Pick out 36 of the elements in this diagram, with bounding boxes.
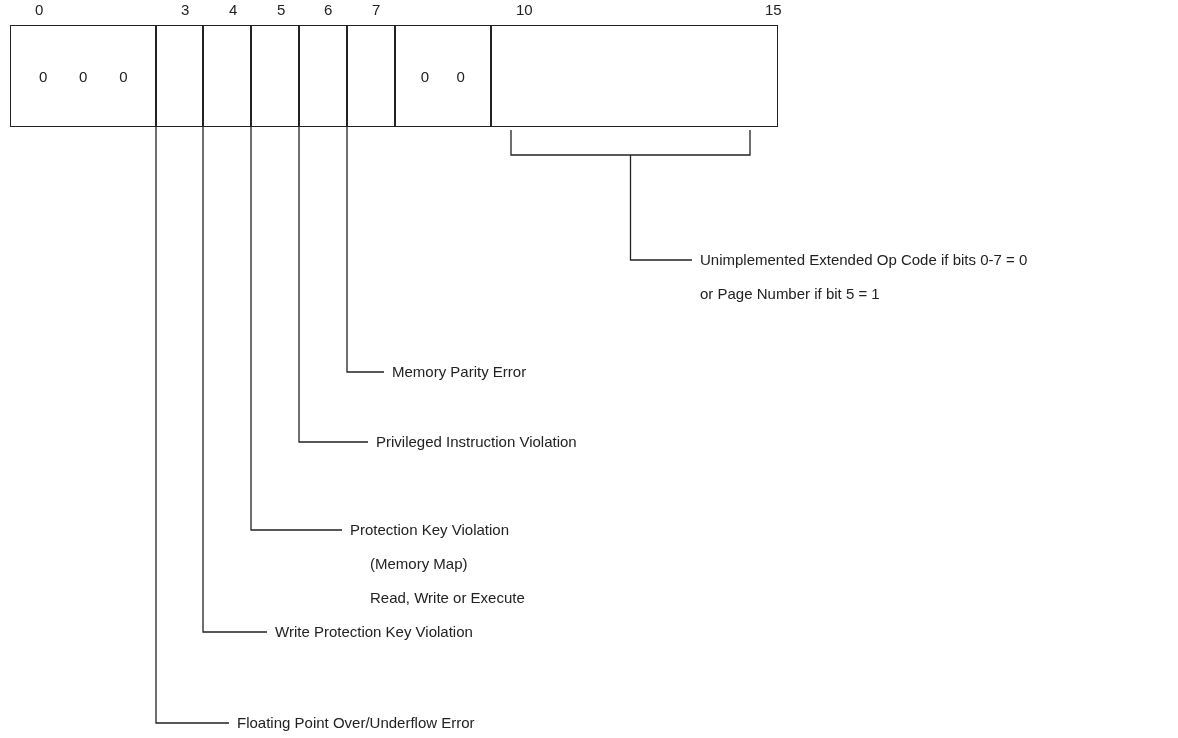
bit-value: 0 [420,67,430,85]
bit-number: 6 [324,1,333,18]
bit-field [346,25,396,127]
field-description: Read, Write or Execute [370,588,525,608]
bit-number: 15 [765,1,782,18]
bit-field [250,25,300,127]
bit-value: 0 [38,67,48,85]
leader-line [510,129,751,261]
bit-number: 3 [181,1,190,18]
bit-number: 7 [372,1,381,18]
field-description: Privileged Instruction Violation [376,432,577,452]
field-description: Write Protection Key Violation [275,622,473,642]
bit-number: 10 [516,1,533,18]
bit-number: 5 [277,1,286,18]
bit-field [155,25,204,127]
leader-line [155,126,230,724]
leader-line [250,126,343,531]
field-description: Memory Parity Error [392,362,527,382]
leader-line [346,126,385,373]
bit-field [202,25,252,127]
field-description: Protection Key Violation [350,520,509,540]
leader-line [202,126,268,633]
bit-field [10,25,157,127]
bit-number: 0 [35,1,44,18]
field-description: Floating Point Over/Underflow Error [237,713,475,733]
bit-value: 0 [456,67,465,85]
bit-field [394,25,492,127]
bit-value: 0 [119,67,128,85]
bit-number: 4 [229,1,238,18]
bit-field [298,25,348,127]
field-description: (Memory Map) [370,554,468,574]
leader-line [298,126,369,443]
field-description: Unimplemented Extended Op Code if bits 0-7 = 0 [700,250,1028,270]
bit-value: 0 [79,67,88,85]
field-description: or Page Number if bit 5 = 1 [700,284,880,304]
bit-field [490,25,778,127]
